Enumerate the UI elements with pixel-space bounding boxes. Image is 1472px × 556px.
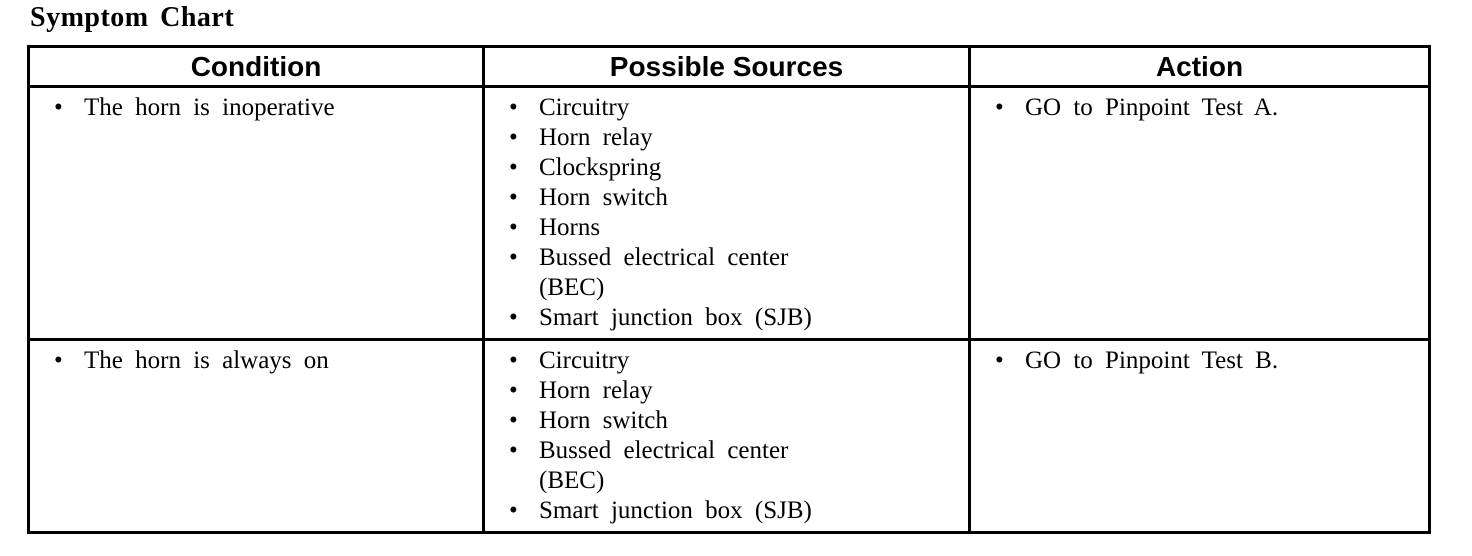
list-item: The horn is always on — [30, 346, 478, 376]
column-header-action: Action — [968, 45, 1431, 88]
source-text: Circuitry — [539, 347, 630, 374]
action-text: GO to Pinpoint Test A. — [1025, 94, 1279, 121]
list-item: Horn switch — [485, 406, 964, 436]
action-cell: GO to Pinpoint Test A. — [968, 85, 1431, 341]
action-cell: GO to Pinpoint Test B. — [968, 338, 1431, 534]
bullet-icon — [509, 496, 518, 526]
bullet-icon — [509, 303, 518, 333]
list-item: Circuitry — [485, 93, 964, 123]
bullet-icon — [509, 183, 518, 213]
action-text: GO to Pinpoint Test B. — [1025, 347, 1279, 374]
source-text: Clockspring — [539, 154, 662, 181]
list-item: Bussed electrical center (BEC) — [485, 243, 964, 303]
list-item: Circuitry — [485, 346, 964, 376]
bullet-icon — [54, 346, 63, 376]
bullet-icon — [509, 376, 518, 406]
bullet-icon — [995, 346, 1004, 376]
bullet-icon — [509, 436, 518, 466]
list-item: GO to Pinpoint Test A. — [971, 93, 1424, 123]
bullet-icon — [509, 93, 518, 123]
list-item: GO to Pinpoint Test B. — [971, 346, 1424, 376]
possible-sources-cell: Circuitry Horn relay Clockspring Horn sw… — [482, 85, 971, 341]
page-title: Symptom Chart — [30, 2, 235, 33]
list-item: Smart junction box (SJB) — [485, 496, 964, 526]
table-header-row: Condition Possible Sources Action — [27, 45, 1431, 88]
source-text: Bussed electrical center (BEC) — [539, 437, 789, 494]
symptom-chart-table: Condition Possible Sources Action The ho… — [27, 45, 1431, 534]
list-item: The horn is inoperative — [30, 93, 478, 123]
table-row: The horn is always on Circuitry Horn rel… — [27, 338, 1431, 534]
list-item: Bussed electrical center (BEC) — [485, 436, 964, 496]
list-item: Horn switch — [485, 183, 964, 213]
source-text: Horn switch — [539, 407, 668, 434]
source-text: Bussed electrical center (BEC) — [539, 244, 789, 301]
list-item: Horn relay — [485, 376, 964, 406]
source-text: Horns — [539, 214, 601, 241]
bullet-icon — [54, 93, 63, 123]
bullet-icon — [509, 406, 518, 436]
condition-cell: The horn is always on — [27, 338, 485, 534]
possible-sources-cell: Circuitry Horn relay Horn switch Bussed … — [482, 338, 971, 534]
source-text: Horn relay — [539, 124, 653, 151]
column-header-possible-sources: Possible Sources — [482, 45, 971, 88]
bullet-icon — [995, 93, 1004, 123]
condition-text: The horn is always on — [84, 347, 329, 374]
list-item: Clockspring — [485, 153, 964, 183]
list-item: Horns — [485, 213, 964, 243]
list-item: Horn relay — [485, 123, 964, 153]
source-text: Smart junction box (SJB) — [539, 497, 812, 524]
bullet-icon — [509, 123, 518, 153]
source-text: Smart junction box (SJB) — [539, 304, 812, 331]
source-text: Horn switch — [539, 184, 668, 211]
table-row: The horn is inoperative Circuitry Horn r… — [27, 85, 1431, 341]
condition-cell: The horn is inoperative — [27, 85, 485, 341]
source-text: Circuitry — [539, 94, 630, 121]
bullet-icon — [509, 243, 518, 273]
column-header-condition: Condition — [27, 45, 485, 88]
bullet-icon — [509, 153, 518, 183]
bullet-icon — [509, 346, 518, 376]
source-text: Horn relay — [539, 377, 653, 404]
condition-text: The horn is inoperative — [84, 94, 335, 121]
bullet-icon — [509, 213, 518, 243]
list-item: Smart junction box (SJB) — [485, 303, 964, 333]
